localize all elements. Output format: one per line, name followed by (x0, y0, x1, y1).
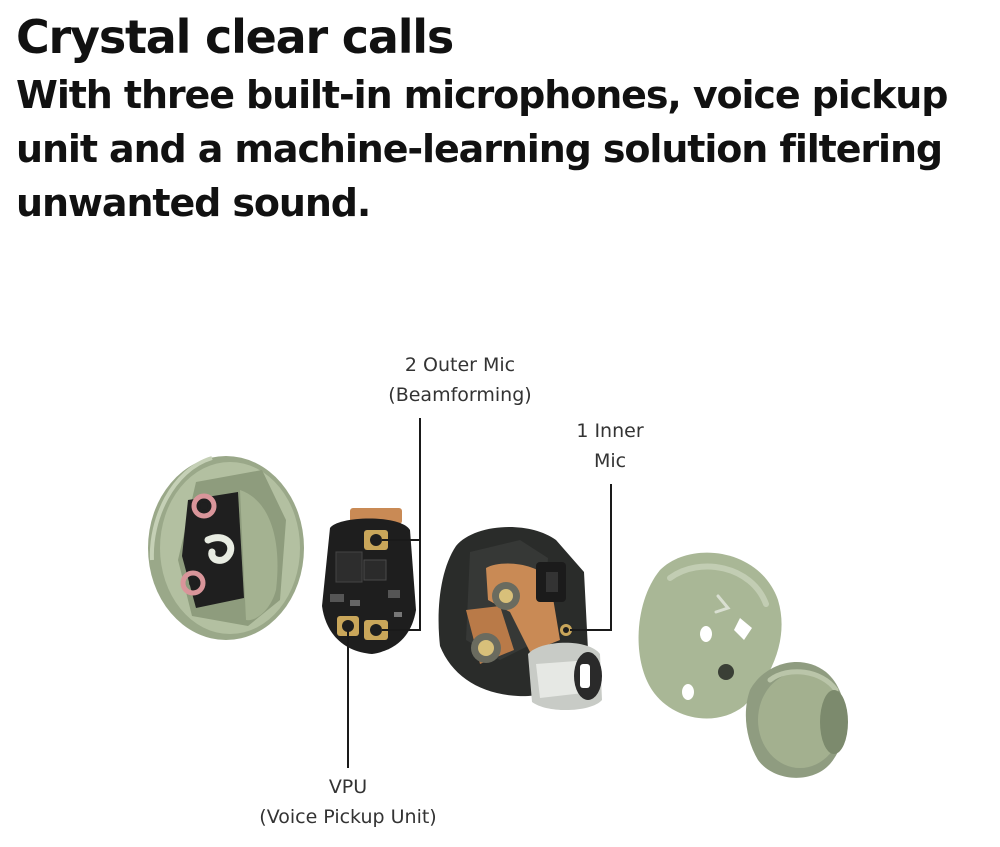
contact-pin-top-icon (191, 493, 217, 519)
outer-mic-callout-title: 2 Outer Mic (404, 354, 516, 376)
inner-mic-icon (560, 624, 572, 636)
outer-shell (148, 456, 304, 640)
inner-mic-callout-subtitle: Mic (593, 450, 627, 472)
speaker-driver-assembly (438, 527, 602, 711)
battery-cell (528, 642, 602, 711)
inner-mic-leader-line (570, 484, 612, 631)
inner-mic-callout: 1 Inner Mic (550, 416, 670, 476)
contact-pin-bottom-icon (180, 570, 206, 596)
vpu-callout-subtitle: (Voice Pickup Unit) (259, 806, 437, 828)
outer-mic-1-icon (364, 530, 388, 550)
vpu-callout: VPU (Voice Pickup Unit) (228, 772, 468, 832)
subheadline: With three built-in microphones, voice p… (16, 73, 948, 225)
outer-mic-callout-subtitle: (Beamforming) (388, 384, 532, 406)
vpu-sensor-icon (337, 616, 359, 636)
vpu-callout-title: VPU (328, 776, 368, 798)
earbud-housing (638, 552, 782, 719)
callout-leader-lines (347, 418, 612, 768)
ear-tip (745, 661, 848, 778)
outer-mic-callout: 2 Outer Mic (Beamforming) (360, 350, 560, 410)
inner-mic-callout-title: 1 Inner (576, 420, 644, 442)
circuit-board (322, 508, 416, 654)
outer-mic-leader-line (382, 418, 421, 631)
outer-mic-2-icon (364, 620, 388, 640)
headline: Crystal clear calls (16, 10, 454, 64)
